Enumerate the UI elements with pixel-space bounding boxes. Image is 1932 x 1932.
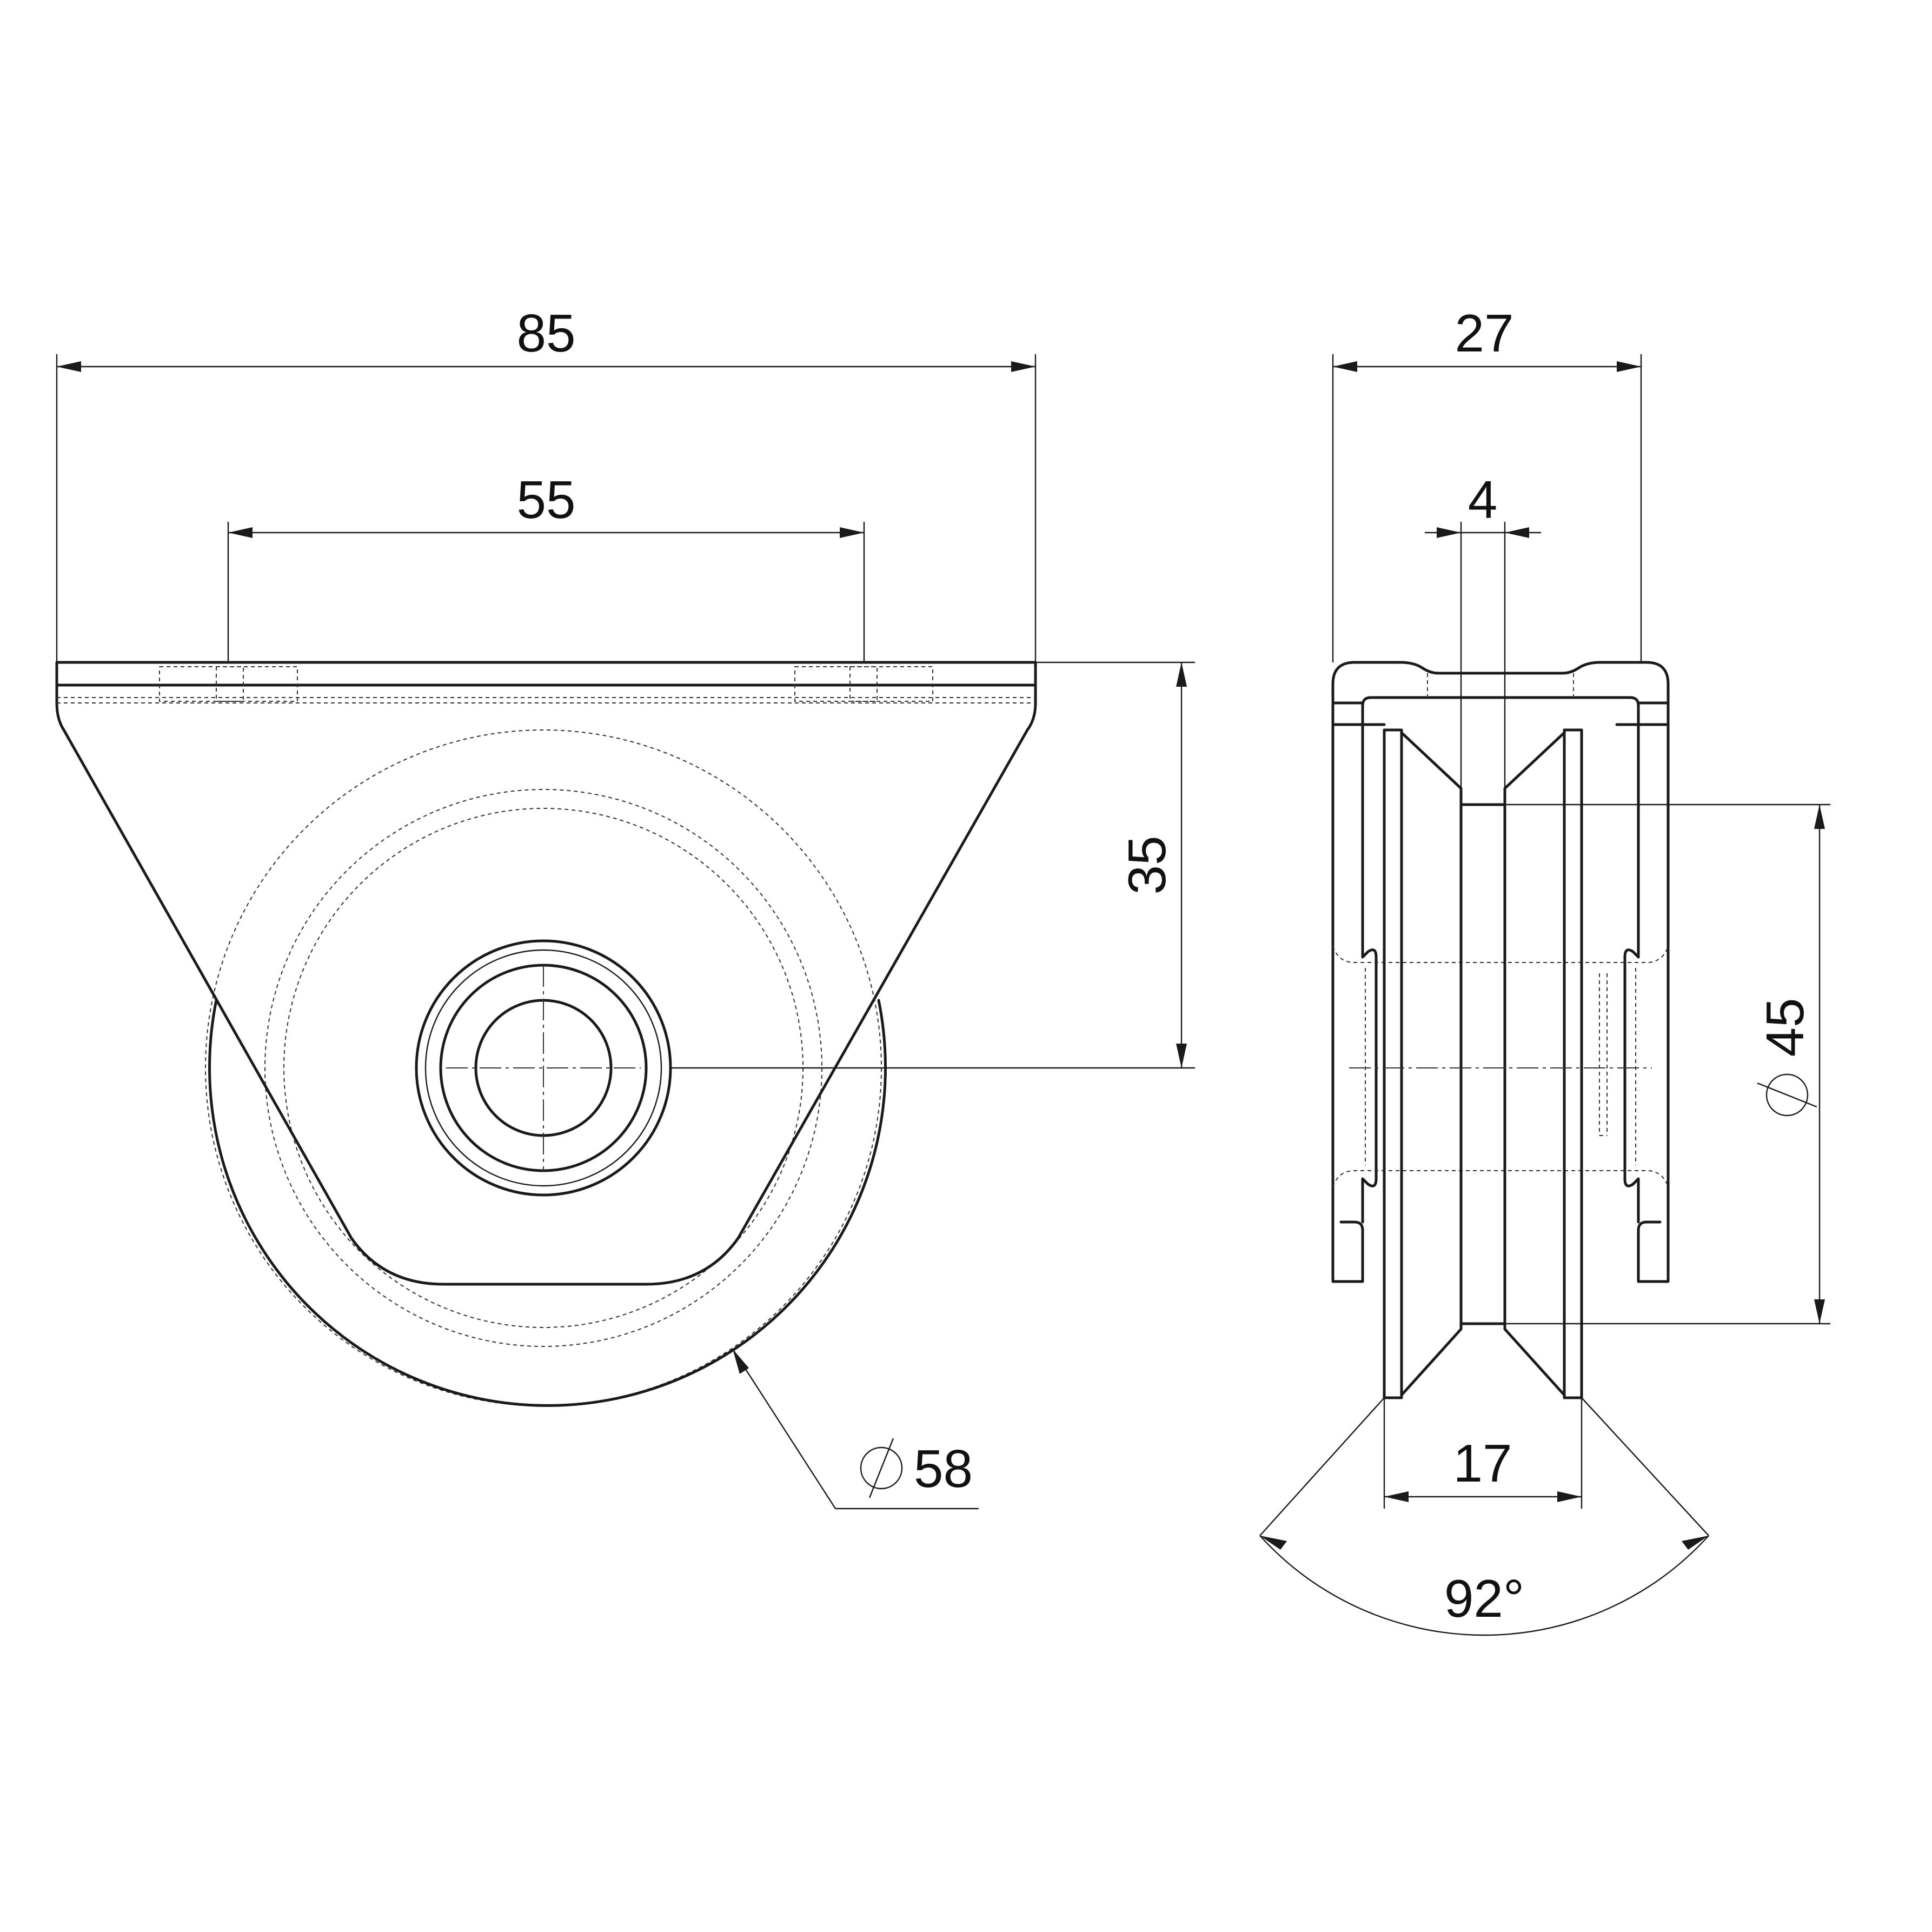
dim-label-17: 17 [1453,1433,1512,1493]
dim-label-58: 58 [914,1439,973,1498]
bearing-groove [424,949,662,1187]
diameter-symbol [1757,1073,1817,1117]
axle-boss-right [1623,948,1640,1224]
dim-label-35: 35 [1117,835,1177,894]
dim-label-45: 45 [1755,998,1815,1057]
wheel-groove-left [1400,731,1463,1397]
side-wall-left-inner [1361,696,1591,726]
dim-label-55: 55 [516,470,575,529]
mounting-hole-left [159,666,298,702]
side-wall-right-inner [1410,696,1640,726]
hidden-axle [1332,946,1669,963]
mounting-hole-left-inner [216,666,244,702]
leader-58 [732,1349,836,1509]
mounting-hole-right-inner [849,666,878,702]
dim-label-27: 27 [1455,303,1513,363]
mounting-hole-right [794,666,933,702]
side-bracket-top [1331,661,1670,705]
side-wall-left [1331,701,1364,1283]
front-view [55,661,1037,1407]
side-view [1331,661,1670,1399]
mounting-plate [55,661,1037,687]
side-dimensions: 27 4 45 17 92° [1259,303,1830,1636]
front-dimensions: 85 55 35 58 [56,303,1195,1510]
diameter-symbol [860,1438,903,1498]
bracket-body [55,683,1037,1286]
wheel-visible-arc [208,999,887,1407]
axle-boss-left [1361,948,1378,1224]
wheel-flange-left [1383,728,1403,1399]
dim-label-4: 4 [1468,470,1498,529]
dim-arc-92 [1259,1535,1709,1636]
wheel-flange-right [1563,728,1583,1399]
dim-label-92: 92° [1444,1569,1524,1628]
side-wall-right [1637,701,1670,1283]
dim-label-85: 85 [516,303,575,363]
wheel-groove-right [1503,731,1566,1397]
